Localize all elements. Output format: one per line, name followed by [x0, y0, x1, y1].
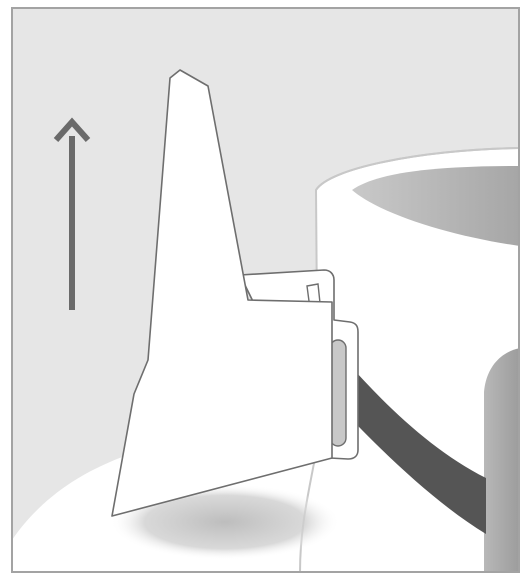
frame-border — [11, 7, 520, 573]
lid-shadow — [110, 484, 340, 560]
pull-strap — [326, 354, 486, 534]
lid-body — [111, 69, 333, 517]
arrow-up-icon — [53, 117, 91, 310]
container-rim — [315, 147, 519, 191]
arrow-head — [53, 117, 91, 142]
container-handle — [484, 348, 519, 572]
container-interior — [352, 166, 519, 246]
